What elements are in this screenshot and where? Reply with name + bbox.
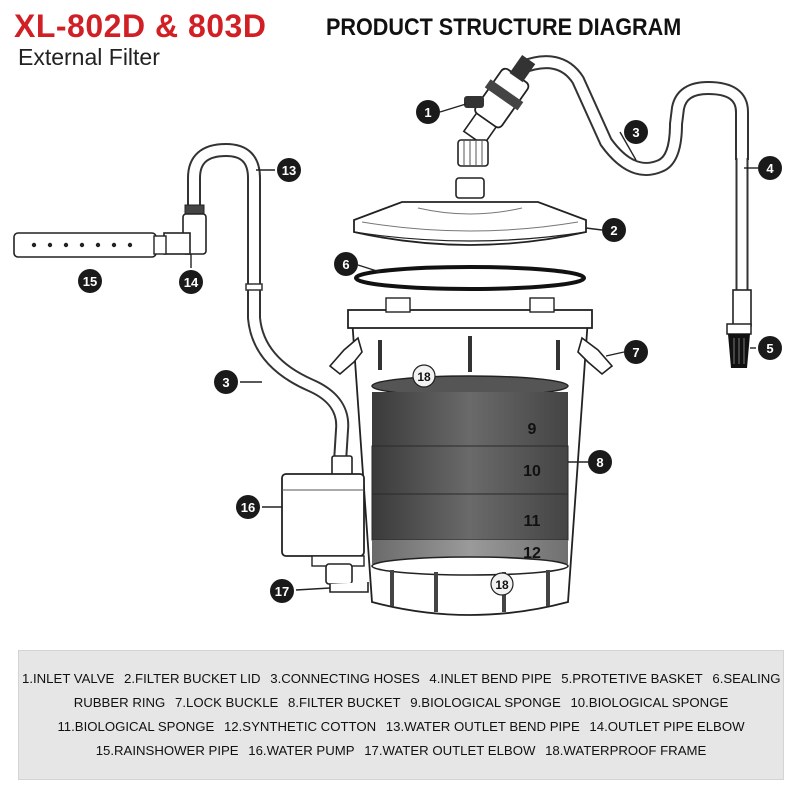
svg-text:14: 14	[184, 275, 199, 290]
svg-text:5: 5	[766, 341, 773, 356]
inlet-connecting-hose	[517, 55, 749, 176]
svg-text:17: 17	[275, 584, 289, 599]
callout-leaders	[190, 103, 758, 591]
lock-buckle-left	[328, 336, 363, 376]
svg-text:3: 3	[632, 125, 639, 140]
legend-item: 8.FILTER BUCKET	[288, 695, 401, 710]
svg-text:13: 13	[282, 163, 296, 178]
biological-sponge-10	[371, 445, 569, 495]
callout-13: 13	[277, 158, 301, 182]
legend-item: RUBBER RING	[73, 695, 166, 710]
legend-item: 11.BIOLOGICAL SPONGE	[57, 719, 215, 734]
parts-legend: 1.INLET VALVE 2.FILTER BUCKET LID 3.CONN…	[18, 650, 784, 780]
callout-3-right: 3	[624, 120, 648, 144]
legend-item: 15.RAINSHOWER PIPE	[95, 743, 239, 758]
svg-text:2: 2	[610, 223, 617, 238]
svg-text:15: 15	[83, 274, 97, 289]
legend-item: 3.CONNECTING HOSES	[270, 671, 420, 686]
legend-line-3: 11.BIOLOGICAL SPONGE 12.SYNTHETIC COTTON…	[19, 715, 783, 739]
legend-item: 5.PROTETIVE BASKET	[561, 671, 703, 686]
legend-item: 10.BIOLOGICAL SPONGE	[570, 695, 729, 710]
legend-item: 18.WATERPROOF FRAME	[545, 743, 707, 758]
outlet-connecting-hose	[247, 290, 350, 463]
svg-text:3: 3	[222, 375, 229, 390]
callout-15: 15	[78, 269, 102, 293]
filter-structure-diagram: 1 2 3 3 4 5 6 7 8 9 10 11 12 13 14 15 16…	[13, 54, 782, 616]
callout-2: 2	[602, 218, 626, 242]
legend-item: 16.WATER PUMP	[248, 743, 355, 758]
callout-7: 7	[624, 340, 648, 364]
legend-item: 12.SYNTHETIC COTTON	[223, 719, 377, 734]
svg-text:12: 12	[523, 545, 541, 562]
model-title: XL-802D & 803D	[14, 8, 267, 44]
callout-8: 8	[588, 450, 612, 474]
legend-item: 9.BIOLOGICAL SPONGE	[410, 695, 561, 710]
legend-line-4: 15.RAINSHOWER PIPE 16.WATER PUMP 17.WATE…	[19, 739, 783, 763]
svg-text:18: 18	[417, 370, 431, 384]
svg-text:18: 18	[495, 578, 509, 592]
legend-item: 13.WATER OUTLET BEND PIPE	[385, 719, 580, 734]
callout-12: 12	[523, 545, 541, 562]
sealing-rubber-ring	[354, 265, 586, 291]
svg-text:1: 1	[424, 105, 431, 120]
inlet-valve	[457, 54, 536, 167]
legend-item: 14.OUTLET PIPE ELBOW	[589, 719, 745, 734]
water-outlet-elbow	[325, 563, 369, 593]
callout-10: 10	[523, 463, 541, 480]
svg-text:6: 6	[342, 257, 349, 272]
callout-4: 4	[758, 156, 782, 180]
callout-5: 5	[758, 336, 782, 360]
legend-item: 7.LOCK BUCKLE	[174, 695, 279, 710]
svg-text:7: 7	[632, 345, 639, 360]
rainshower-pipe	[13, 232, 167, 258]
svg-text:8: 8	[596, 455, 603, 470]
callout-18-top: 18	[412, 364, 436, 388]
protective-basket	[726, 323, 752, 368]
water-pump	[281, 455, 365, 567]
outlet-pipe-elbow	[163, 204, 207, 255]
callout-1: 1	[416, 100, 440, 124]
callout-3-left: 3	[214, 370, 238, 394]
biological-sponge-11	[371, 493, 569, 541]
legend-line-2: RUBBER RING 7.LOCK BUCKLE 8.FILTER BUCKE…	[19, 691, 783, 715]
legend-item: 6.SEALING	[712, 671, 781, 686]
svg-text:16: 16	[241, 500, 255, 515]
legend-item: 17.WATER OUTLET ELBOW	[364, 743, 536, 758]
callout-9: 9	[528, 421, 537, 438]
diagram-title: PRODUCT STRUCTURE DIAGRAM	[326, 14, 682, 41]
legend-line-1: 1.INLET VALVE 2.FILTER BUCKET LID 3.CONN…	[19, 667, 783, 691]
legend-item: 1.INLET VALVE	[22, 671, 115, 686]
callout-6: 6	[334, 252, 358, 276]
svg-text:11: 11	[524, 513, 541, 530]
filter-bucket-lid	[353, 177, 587, 246]
svg-text:9: 9	[528, 421, 537, 438]
lock-buckle-right	[577, 336, 614, 376]
callout-14: 14	[179, 270, 203, 294]
product-name: External Filter	[18, 44, 160, 70]
biological-sponge-9	[372, 392, 568, 446]
callout-16: 16	[236, 495, 260, 519]
callout-18-bottom: 18	[490, 572, 514, 596]
svg-text:10: 10	[523, 463, 541, 480]
legend-item: 2.FILTER BUCKET LID	[124, 671, 261, 686]
svg-text:4: 4	[766, 161, 774, 176]
legend-item: 4.INLET BEND PIPE	[429, 671, 552, 686]
callout-11: 11	[524, 513, 541, 530]
inlet-bend-pipe	[732, 158, 752, 327]
callout-17: 17	[270, 579, 294, 603]
water-outlet-bend-pipe	[187, 142, 263, 292]
